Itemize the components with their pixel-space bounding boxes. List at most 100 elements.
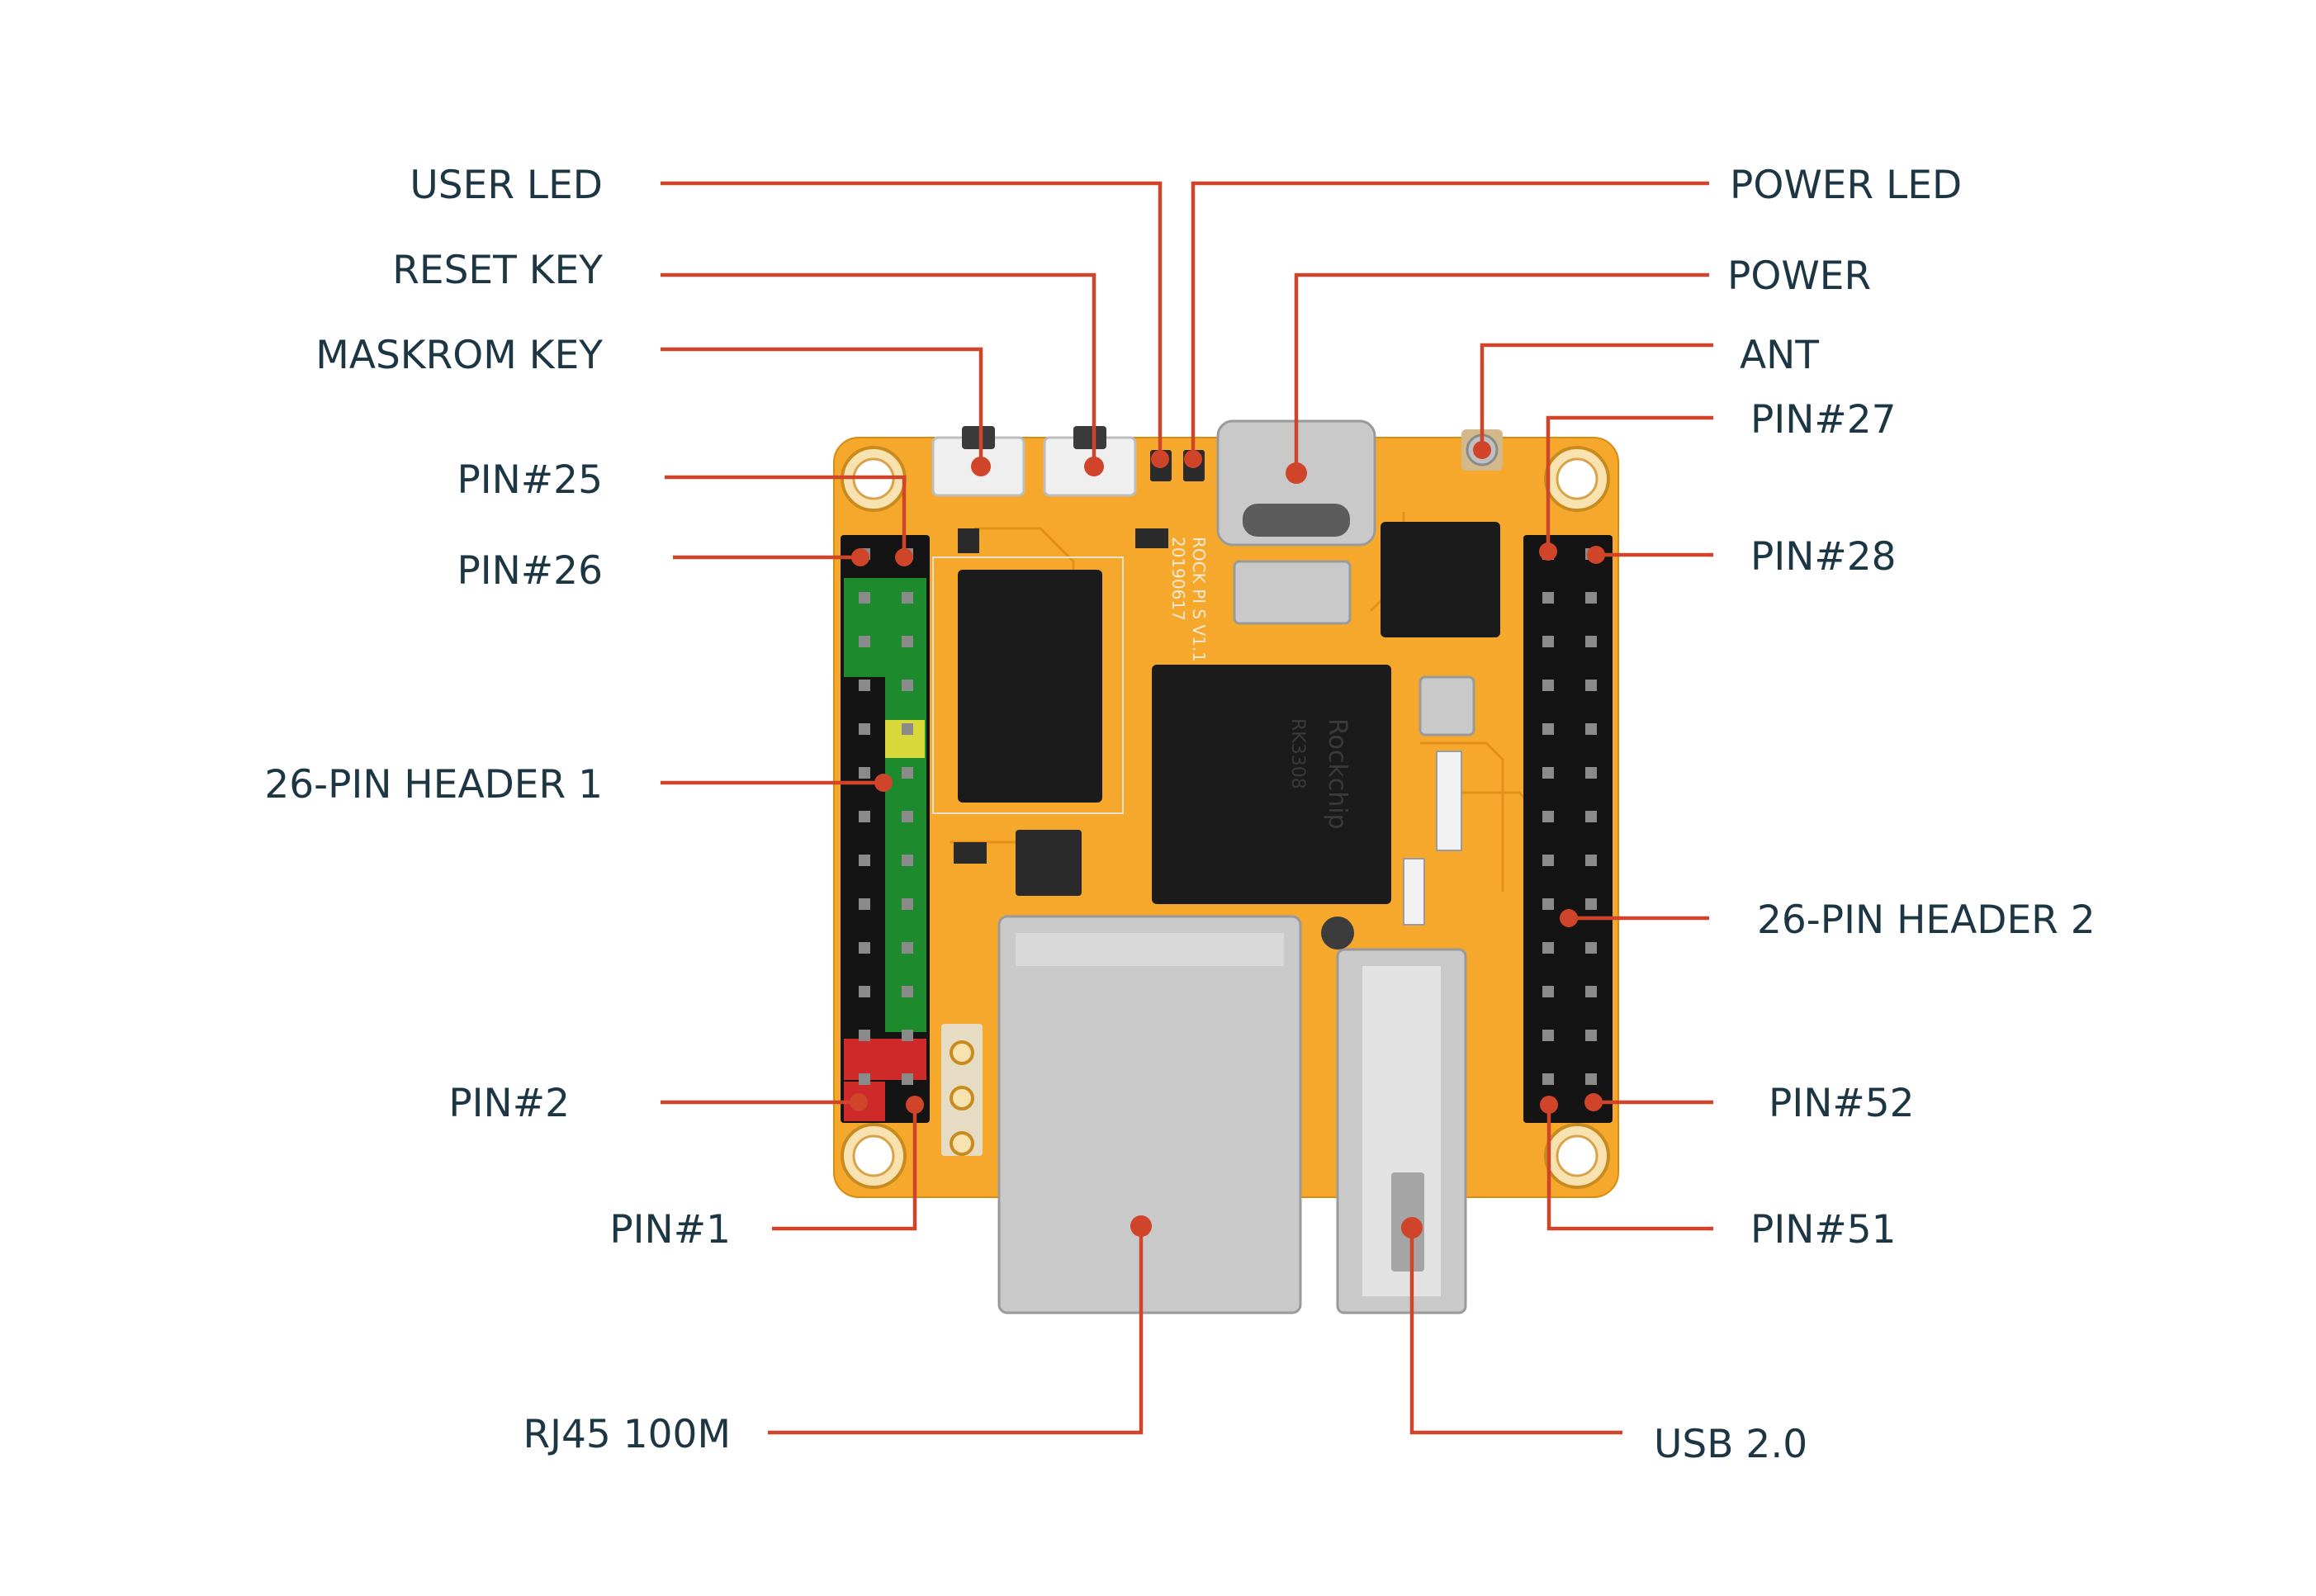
header-pin [859, 986, 870, 997]
test-pad-strip [1436, 751, 1462, 851]
label-power-led: POWER LED [1730, 163, 1962, 208]
usb-leader [1409, 1228, 1622, 1435]
mounting-hole-bore [1556, 457, 1598, 500]
label-pin2: PIN#2 [448, 1081, 570, 1126]
header-pin [1585, 855, 1597, 866]
pin2-dot [850, 1093, 868, 1111]
header-pin [1585, 811, 1597, 822]
label-pin25: PIN#25 [457, 457, 603, 503]
user-led-dot [1151, 450, 1169, 468]
label-maskrom-key: MASKROM KEY [315, 333, 603, 378]
header-pin [1585, 1030, 1597, 1041]
header-pin [859, 680, 870, 691]
pin1-leader [772, 1105, 917, 1231]
pin27-dot [1539, 542, 1557, 561]
user-led-leader [661, 181, 1163, 459]
wifi-chip [1381, 522, 1500, 637]
power-led-leader [1191, 181, 1709, 459]
power-dot [1286, 462, 1307, 484]
mounting-hole-bore [852, 1134, 895, 1177]
header1-dot [874, 774, 893, 792]
pin51-leader [1546, 1105, 1713, 1231]
header-pin [859, 855, 870, 866]
mounting-hole-bore [1556, 1134, 1598, 1177]
header-pin [902, 942, 913, 954]
leader-lines [661, 181, 1713, 1435]
pin-header-2 [1523, 535, 1613, 1123]
header-pin [859, 1030, 870, 1041]
header-pin [902, 680, 913, 691]
rj45-dot [1130, 1215, 1152, 1237]
soc-logo-text: Rockchip [1323, 718, 1352, 830]
header-pin [1585, 680, 1597, 691]
header-2-housing [1523, 535, 1613, 1123]
header-pin [1542, 636, 1554, 647]
header-pin [902, 767, 913, 779]
header-pin [1585, 898, 1597, 910]
ram-silk-outline [932, 556, 1124, 814]
power-led-dot [1184, 450, 1202, 468]
header-pin [1542, 723, 1554, 735]
header-pin [1542, 811, 1554, 822]
header-pin [1542, 680, 1554, 691]
label-pin52: PIN#52 [1769, 1081, 1915, 1126]
pin27-leader [1546, 415, 1713, 549]
header-pin [859, 1073, 870, 1085]
pin-header-1 [841, 535, 930, 1123]
header-pin [902, 636, 913, 647]
label-ant: ANT [1740, 333, 1819, 378]
soc-chip: Rockchip RK3308 [1152, 665, 1391, 904]
ram-chip [958, 570, 1102, 803]
header2-dot [1560, 909, 1578, 927]
header-pin [902, 811, 913, 822]
smd-component [1135, 528, 1168, 548]
header-pin [859, 636, 870, 647]
rj45-shell [997, 915, 1302, 1314]
pin26-dot [851, 548, 869, 566]
header-pin [902, 592, 913, 604]
header-pin [1542, 986, 1554, 997]
header-pin [902, 723, 913, 735]
header-1-red-band [844, 1039, 926, 1080]
rj45-port [941, 915, 1302, 1314]
ant-leader [1480, 343, 1713, 450]
rock-pi-s-board: Rockchip RK3308 ROCK PI S V1.1 20190617 [833, 419, 1619, 1314]
leader-dots [850, 441, 1605, 1238]
test-pad-strip [1403, 858, 1425, 926]
crystal-oscillator [1233, 560, 1352, 625]
pin28-dot [1587, 546, 1605, 564]
header-1-green-band [844, 578, 926, 677]
header-pin [1542, 592, 1554, 604]
label-rj45: RJ45 100M [523, 1412, 731, 1457]
label-usb: USB 2.0 [1654, 1422, 1807, 1467]
pin25-dot [895, 548, 913, 566]
power-leader [1294, 272, 1709, 471]
rj45-pad [950, 1040, 974, 1065]
label-power: POWER [1727, 253, 1871, 299]
usb-mount-pad [1321, 916, 1354, 950]
header-pin [1542, 855, 1554, 866]
label-pin26: PIN#26 [457, 548, 603, 594]
smd-component [958, 528, 979, 553]
pin25-leader [665, 475, 907, 557]
header-pin [1542, 767, 1554, 779]
header-pin [1585, 592, 1597, 604]
header-pin [902, 1030, 913, 1041]
reset-key-cap [1073, 426, 1106, 449]
rj45-leader [768, 1226, 1144, 1435]
header-pin [859, 723, 870, 735]
header-pin [1542, 898, 1554, 910]
pin52-dot [1584, 1093, 1603, 1111]
soc-package [1152, 665, 1391, 904]
header-pin [1585, 942, 1597, 954]
label-user-led: USER LED [410, 163, 603, 208]
header-pin [1585, 767, 1597, 779]
rj45-pad [950, 1086, 974, 1111]
header-pin [1585, 1073, 1597, 1085]
maskrom-key-cap [962, 426, 995, 449]
pin51-dot [1540, 1096, 1558, 1114]
header-pin [902, 898, 913, 910]
header-pin [902, 986, 913, 997]
